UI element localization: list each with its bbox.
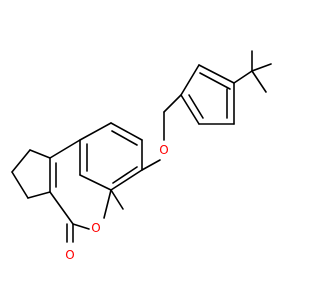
bond [110, 169, 143, 191]
bond [103, 189, 112, 219]
atom-label-oxygen-ether: O [159, 143, 168, 157]
bond [163, 94, 182, 113]
bond [180, 94, 200, 125]
benzyl-ether-linker [141, 94, 182, 171]
lactone-ring [49, 139, 112, 243]
bond [79, 174, 112, 191]
coumarin-benzo-ring [79, 122, 143, 191]
bond [188, 94, 204, 119]
atom-label-oxygen-ring: O [91, 221, 100, 235]
bond [11, 149, 31, 173]
bond [199, 72, 231, 90]
bond [111, 130, 138, 146]
bond [11, 171, 29, 199]
molecule-drawing: O O O [0, 0, 300, 300]
bond [141, 159, 161, 171]
methyl-bond [110, 189, 124, 210]
bond [251, 70, 267, 93]
bond [29, 149, 51, 159]
bond [72, 223, 90, 230]
bond [233, 70, 253, 84]
background [0, 0, 300, 300]
structure-canvas: O O O [0, 0, 300, 300]
tert-butyl-group [233, 50, 272, 93]
benzyl-ring [180, 64, 235, 125]
bond [110, 122, 143, 141]
atom-label-oxygen-carbonyl: O [65, 248, 74, 262]
bond [49, 191, 74, 225]
bond [27, 191, 51, 199]
bond [79, 122, 112, 141]
bond [251, 63, 272, 72]
bond [198, 64, 235, 84]
bond [180, 64, 200, 96]
cyclopentane-ring [11, 149, 51, 199]
bond [49, 139, 81, 159]
bond [112, 166, 138, 184]
